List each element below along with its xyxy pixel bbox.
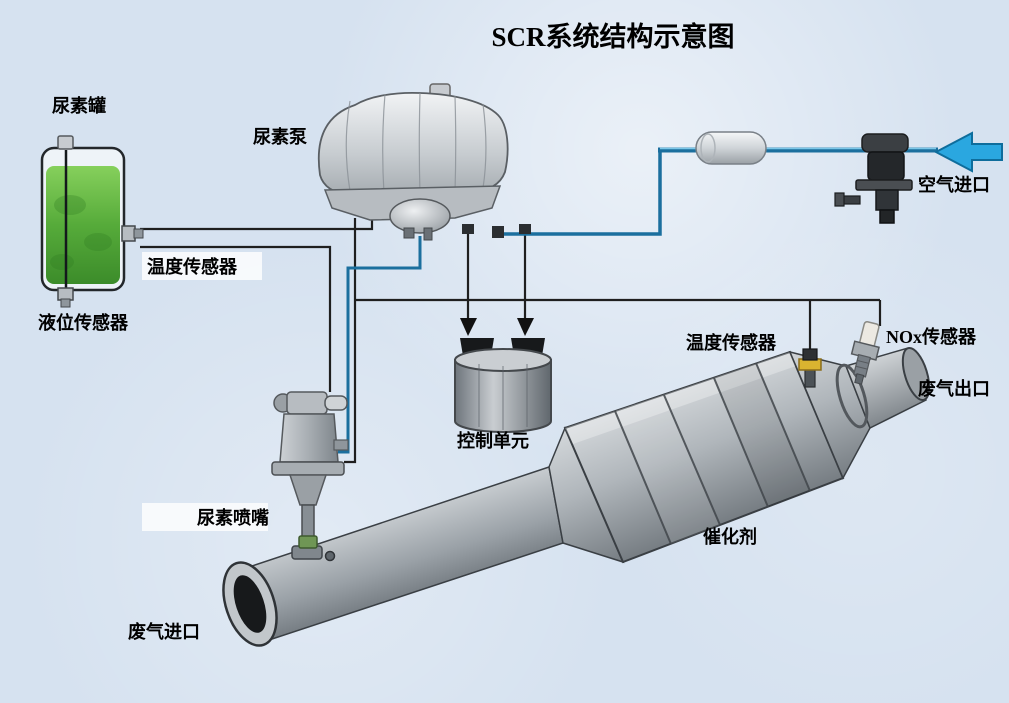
tank-temp-sensor-fitting bbox=[121, 225, 136, 242]
tank-temp-sensor-label: 温度传感器 bbox=[147, 256, 238, 277]
label-strip-nozzle bbox=[142, 503, 268, 531]
urea-injector-label: 尿素喷嘴 bbox=[197, 508, 269, 528]
catalyst-segment-line bbox=[755, 362, 811, 492]
injector-side-cylinder bbox=[324, 395, 348, 411]
pump-air-port bbox=[492, 226, 504, 238]
catalyst-segment-line bbox=[614, 410, 672, 545]
pump-connector-1 bbox=[462, 224, 474, 234]
control-unit bbox=[454, 338, 552, 433]
urea-tank bbox=[40, 135, 144, 308]
pump-rib bbox=[454, 95, 457, 193]
ecu-input-arrow-1 bbox=[460, 318, 477, 336]
catalyst-facet-light bbox=[615, 395, 720, 544]
urea-liquid-texture bbox=[50, 254, 74, 270]
pump-connector-2 bbox=[519, 224, 531, 234]
catalyst-facet-dark bbox=[714, 363, 810, 507]
injector-valve-block bbox=[286, 391, 328, 415]
temp-sensor-hex-nut bbox=[798, 358, 822, 371]
control-unit-label: 控制单元 bbox=[457, 430, 529, 451]
injector-inlet-port bbox=[333, 439, 349, 451]
nox-sensor-label: NOx传感器 bbox=[886, 326, 977, 347]
injector-taper bbox=[288, 474, 328, 506]
catalyst-segment-line bbox=[713, 377, 769, 508]
nozzle-mounting-elbow bbox=[291, 545, 336, 562]
injector-body bbox=[279, 413, 339, 463]
air-reservoir-end bbox=[700, 133, 716, 163]
air-to-pump-pipe bbox=[500, 150, 662, 236]
pump-rib bbox=[382, 93, 386, 195]
nox-sensor bbox=[850, 321, 880, 385]
urea-liquid-texture bbox=[84, 233, 112, 251]
temp-sensor-cap bbox=[802, 348, 818, 361]
injector-nozzle-tip bbox=[298, 535, 318, 549]
outlet-flange-ring bbox=[835, 363, 869, 429]
label-strip-temp-sensor bbox=[142, 252, 262, 280]
nox-thread-line bbox=[857, 359, 869, 364]
level-sensor-nut bbox=[60, 298, 71, 308]
tank-fitting-nut bbox=[133, 228, 144, 239]
air-inlet-arrow bbox=[933, 131, 1003, 173]
air-reservoir bbox=[695, 131, 767, 165]
air-inlet-assembly bbox=[695, 131, 1003, 224]
pump-port bbox=[423, 227, 433, 241]
harness-lines bbox=[140, 214, 882, 464]
temp-sensor-shaft bbox=[804, 368, 816, 388]
pump-rib bbox=[418, 92, 421, 195]
exhaust-outlet-label: 废气出口 bbox=[918, 378, 990, 399]
urea-injector bbox=[271, 391, 349, 549]
urea-liquid-texture bbox=[54, 195, 86, 215]
level-sensor-label: 液位传感器 bbox=[38, 312, 129, 333]
urea-tank-label: 尿素罐 bbox=[52, 95, 106, 116]
urea-liquid bbox=[46, 166, 120, 284]
tank-filler-cap bbox=[57, 135, 74, 150]
exhaust-inlet-opening bbox=[222, 561, 278, 647]
catalyst-segment-line bbox=[663, 394, 721, 526]
pump-port bbox=[403, 227, 415, 239]
catalyst-assembly bbox=[222, 346, 931, 647]
urea-pressure-pipe bbox=[338, 236, 422, 454]
pump-housing bbox=[317, 91, 509, 196]
diagram-title: SCR系统结构示意图 bbox=[491, 21, 734, 52]
catalyst-temp-sensor bbox=[798, 348, 822, 388]
catalyst-body-highlight bbox=[565, 352, 796, 444]
urea-pump-label: 尿素泵 bbox=[253, 127, 307, 147]
pump-rib bbox=[482, 103, 487, 189]
urea-pump bbox=[317, 83, 531, 241]
exhaust-outlet-end bbox=[901, 346, 931, 402]
air-control-valve bbox=[834, 133, 913, 224]
catalyst-label: 催化剂 bbox=[703, 526, 757, 547]
tank-to-injector-line bbox=[140, 245, 332, 392]
air-inlet-label: 空气进口 bbox=[918, 174, 990, 195]
pump-dome bbox=[389, 198, 451, 234]
nox-thread-line bbox=[855, 365, 868, 370]
ecu-input-arrow-2 bbox=[517, 318, 534, 336]
pump-rib bbox=[345, 100, 351, 192]
level-sensor-fitting bbox=[57, 287, 74, 301]
catalyst-temp-sensor-label: 温度传感器 bbox=[686, 332, 777, 353]
injector-flange bbox=[271, 461, 345, 476]
nox-sensor-tip bbox=[854, 373, 865, 385]
exhaust-inlet-label: 废气进口 bbox=[128, 621, 200, 642]
